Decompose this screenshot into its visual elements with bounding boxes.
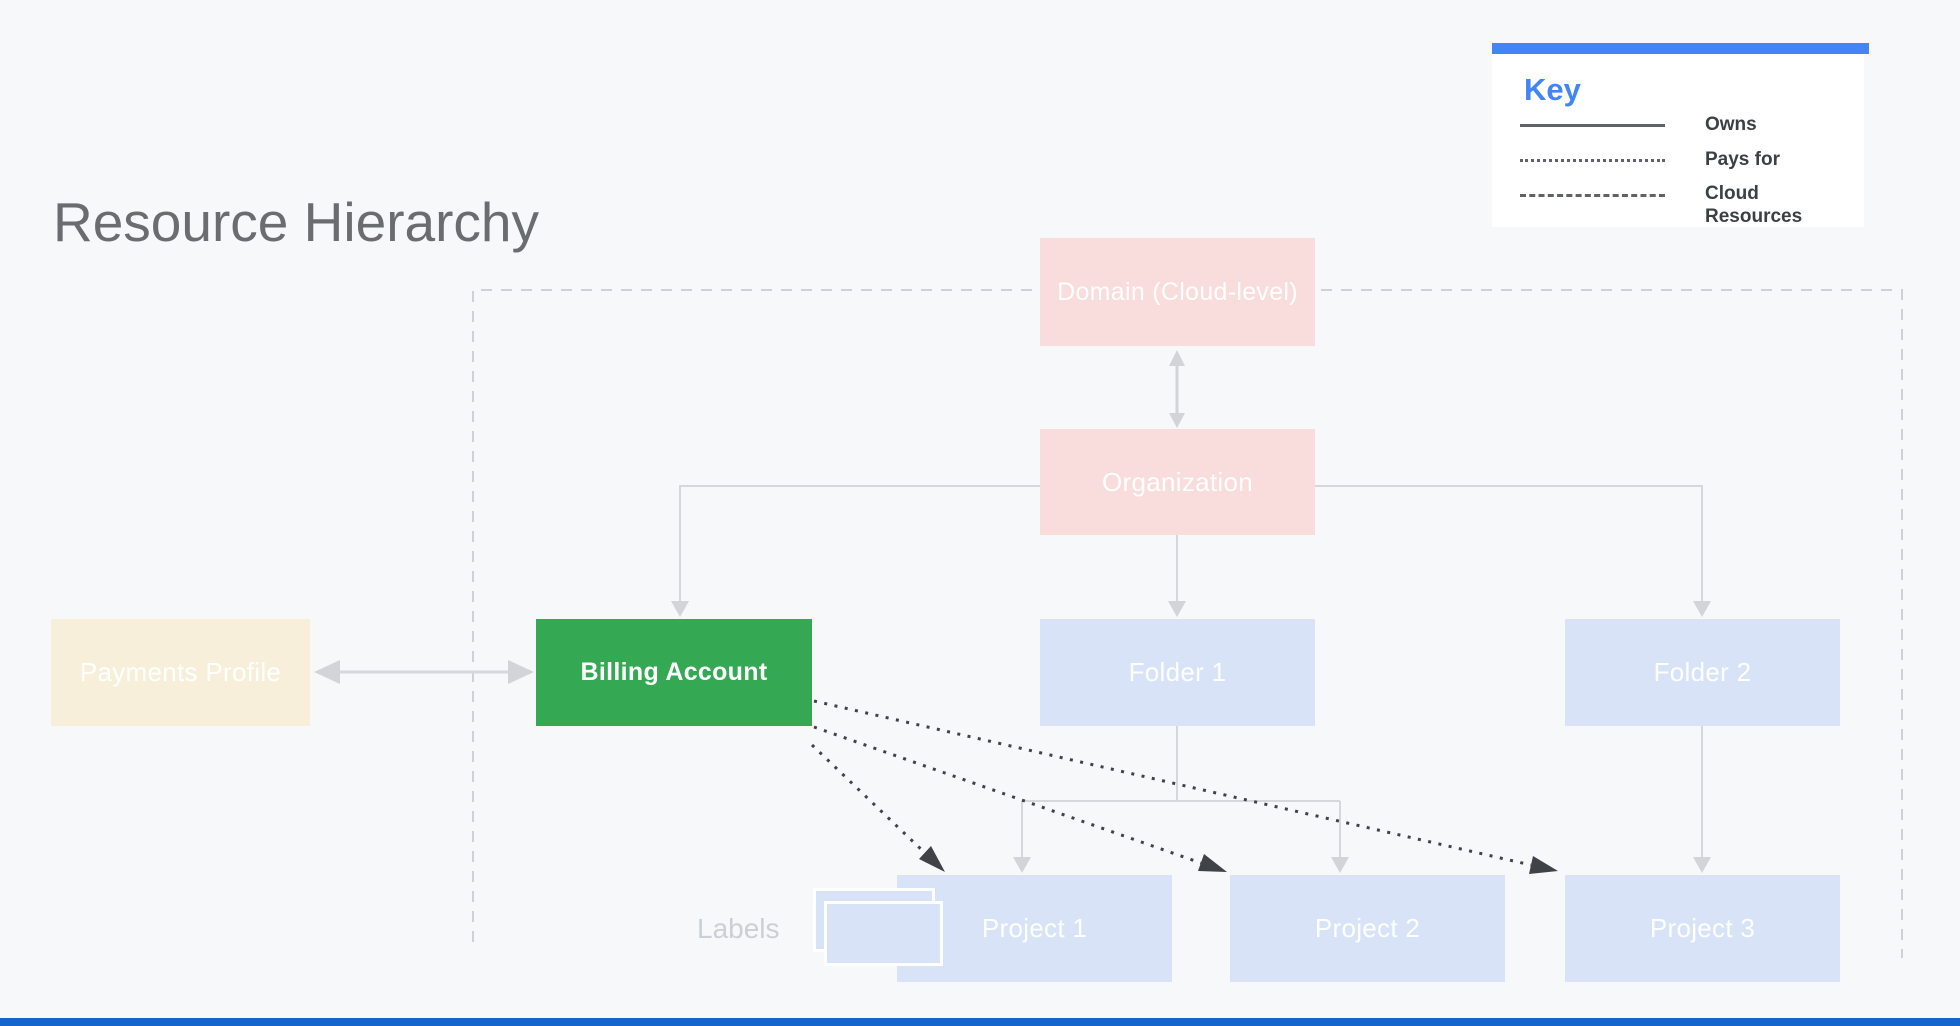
node-billing-account: Billing Account xyxy=(536,619,812,726)
key-label-owns: Owns xyxy=(1705,114,1757,135)
pays-for-arrowhead-project3 xyxy=(1529,856,1558,874)
pays-for-arrowhead-project2 xyxy=(1198,854,1227,872)
organization-to-billing-line xyxy=(679,485,1040,604)
node-domain: Domain (Cloud-level) xyxy=(1040,238,1315,346)
organization-to-folder2-line xyxy=(1315,485,1703,604)
node-project2: Project 2 xyxy=(1230,875,1505,982)
pays-for-line-sample xyxy=(1520,159,1665,162)
key-legend: Key Owns Pays for Cloud Resources xyxy=(1492,54,1864,227)
arrowhead-into-project1 xyxy=(1013,857,1031,873)
node-folder2: Folder 2 xyxy=(1565,619,1840,726)
node-payments-profile: Payments Profile xyxy=(51,619,310,726)
arrowhead-into-folder1 xyxy=(1168,601,1186,617)
arrowhead-into-project3 xyxy=(1693,857,1711,873)
labels-caption: Labels xyxy=(697,913,780,944)
arrowhead-into-project2 xyxy=(1331,857,1349,873)
owns-line-sample xyxy=(1520,124,1665,127)
arrowhead-into-payments-profile xyxy=(314,660,340,684)
footer-accent-bar xyxy=(0,1018,1960,1026)
key-label-pays-for: Pays for xyxy=(1705,149,1780,170)
node-project3: Project 3 xyxy=(1565,875,1840,982)
arrowhead-into-billing-account xyxy=(671,601,689,617)
arrowhead-up-to-domain xyxy=(1169,350,1185,366)
pays-for-line-project1 xyxy=(810,743,927,855)
cloud-resources-line-sample xyxy=(1520,194,1665,197)
node-folder1: Folder 1 xyxy=(1040,619,1315,726)
arrowhead-into-billing-left xyxy=(508,660,534,684)
node-organization: Organization xyxy=(1040,429,1315,535)
key-label-cloud-resources: Cloud Resources xyxy=(1705,183,1803,227)
labels-stack-icon xyxy=(824,901,943,966)
arrowhead-down-to-organization xyxy=(1169,413,1185,428)
folder1-tree-lines xyxy=(1021,726,1341,860)
key-title: Key xyxy=(1524,72,1581,107)
pays-for-line-project2 xyxy=(813,725,1202,865)
key-top-accent-bar xyxy=(1492,43,1869,54)
pays-for-arrowhead-project1 xyxy=(919,846,945,872)
arrowhead-into-folder2 xyxy=(1693,601,1711,617)
page-title: Resource Hierarchy xyxy=(53,191,540,253)
